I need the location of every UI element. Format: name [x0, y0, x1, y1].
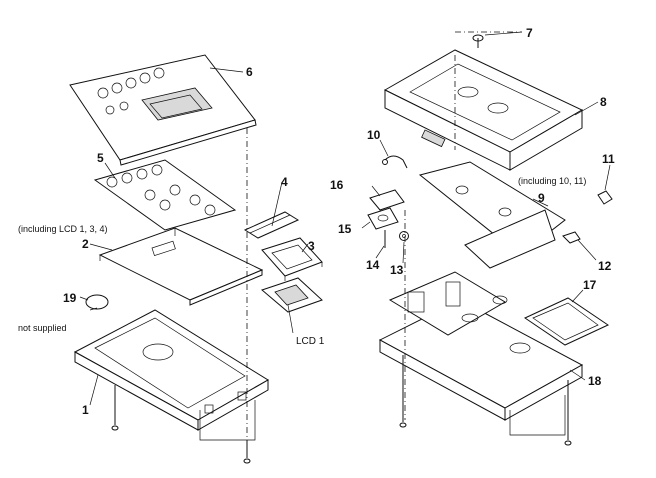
label-part-14: 14	[366, 258, 380, 272]
screw-icon	[243, 440, 251, 464]
part-7-screw	[472, 34, 484, 48]
label-part-4: 4	[281, 175, 288, 189]
callout-leader	[379, 139, 389, 157]
leader-line	[89, 307, 98, 311]
screw-icon	[111, 385, 119, 431]
callout-leader	[577, 239, 597, 261]
label-part-5: 5	[97, 151, 104, 165]
callout-leader	[569, 369, 586, 381]
label-part-11: 11	[602, 152, 615, 166]
part-17-lid	[523, 297, 610, 346]
callout-leader	[209, 67, 244, 73]
callout-leader	[604, 164, 611, 191]
part-1-bottom-case	[73, 309, 269, 431]
note-including-lcd: (including LCD 1, 3, 4)	[18, 224, 108, 234]
part-15-guide	[367, 207, 399, 230]
label-part-18: 18	[588, 374, 602, 388]
label-part-12: 12	[598, 259, 612, 273]
callout-leader	[532, 198, 549, 207]
part-19-disc	[85, 294, 109, 310]
callout-leader	[402, 241, 405, 264]
bracket-line	[199, 400, 256, 441]
part-10-lever	[382, 155, 408, 169]
label-part-1: 1	[82, 403, 89, 417]
label-part-10: 10	[367, 128, 381, 142]
screw-icon	[564, 380, 572, 446]
callout-leader	[571, 289, 584, 303]
note-including-10-11: (including 10, 11)	[518, 176, 586, 186]
callout-leader	[361, 221, 371, 229]
part-9-chassis	[418, 161, 566, 269]
part-16-holder	[369, 189, 405, 211]
callout-leader	[89, 243, 113, 251]
label-part-8: 8	[600, 95, 607, 109]
part-13-washer	[399, 231, 409, 241]
callout-leader	[104, 162, 116, 179]
part-5-keypad	[93, 159, 237, 231]
label-part-9: 9	[538, 191, 545, 205]
label-part-2: 2	[82, 237, 89, 251]
label-part-13: 13	[390, 263, 404, 277]
screw-icon	[399, 355, 407, 428]
part-4-flex-cable	[243, 211, 300, 239]
callout-leader	[574, 101, 599, 116]
label-part-7: 7	[526, 26, 533, 40]
part-6-front-cover	[69, 54, 257, 166]
label-part-6: 6	[246, 65, 253, 79]
callout-leader	[79, 296, 89, 301]
callout-leader	[375, 245, 385, 259]
callout-leader	[89, 374, 99, 406]
note-not-supplied: not supplied	[18, 323, 67, 333]
label-lcd-1: LCD 1	[296, 336, 325, 347]
part-8-upper-cabinet	[383, 49, 584, 171]
callout-leader	[271, 181, 283, 227]
part-18-lower-cabinet	[378, 271, 584, 421]
part-3-lcd-holder	[261, 237, 323, 281]
bracket-line	[509, 395, 566, 436]
label-part-16: 16	[330, 178, 344, 192]
callout-leader	[371, 185, 381, 197]
label-part-15: 15	[338, 222, 352, 236]
callout-leader	[287, 304, 294, 334]
label-part-3: 3	[308, 239, 315, 253]
callout-leader	[484, 31, 523, 36]
lcd-1-module	[260, 277, 323, 313]
callout-leader	[301, 243, 309, 253]
part-2-pc-board	[98, 227, 264, 306]
part-11-clip	[597, 190, 613, 205]
part-12-bracket	[562, 231, 581, 244]
label-part-17: 17	[583, 278, 597, 292]
label-part-19: 19	[63, 291, 77, 305]
